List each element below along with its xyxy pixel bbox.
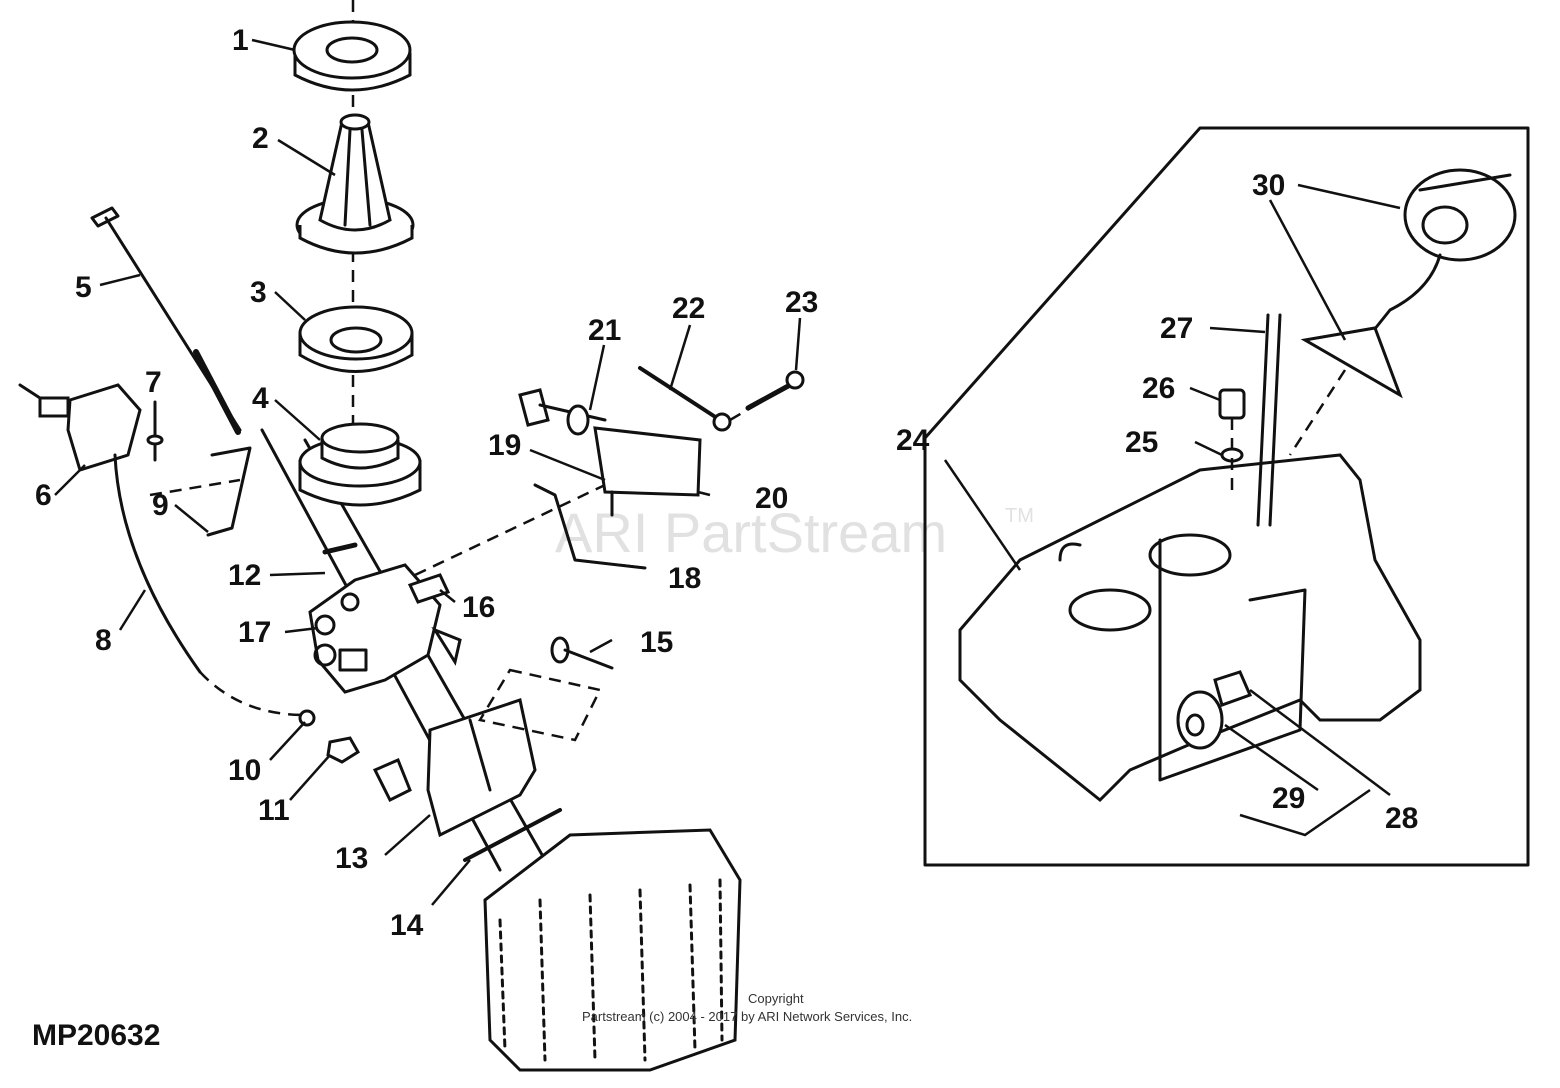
part-8-wire-dashed bbox=[199, 671, 306, 717]
callout-4: 4 bbox=[252, 382, 269, 415]
callout-12: 12 bbox=[228, 559, 261, 592]
callout-27: 27 bbox=[1160, 312, 1193, 345]
figure-id: MP20632 bbox=[32, 1019, 160, 1052]
copyright-line1: Copyright bbox=[748, 991, 804, 1006]
part-6-switch bbox=[18, 383, 142, 472]
part-1-ring bbox=[292, 20, 412, 92]
part-7-screw bbox=[146, 400, 164, 462]
callout-13: 13 bbox=[335, 842, 368, 875]
callout-21: 21 bbox=[588, 314, 621, 347]
part-18-linkage bbox=[533, 483, 647, 570]
callout-18: 18 bbox=[668, 562, 701, 595]
callout-3: 3 bbox=[250, 276, 267, 309]
callout-7: 7 bbox=[145, 366, 162, 399]
part-10-nut bbox=[298, 709, 316, 727]
part-15-bolt bbox=[478, 636, 614, 742]
part-27-tube bbox=[1256, 313, 1282, 527]
part-4-pulley bbox=[298, 422, 422, 507]
callout-labels: 1 2 3 4 5 6 7 8 9 10 11 12 13 14 15 16 1… bbox=[35, 24, 1418, 942]
leader-lines bbox=[54, 38, 1401, 906]
part-11-clip bbox=[326, 736, 361, 764]
part-8-wire bbox=[113, 453, 202, 674]
callout-15: 15 bbox=[640, 626, 673, 659]
callout-8: 8 bbox=[95, 624, 112, 657]
part-14-rod bbox=[463, 808, 562, 862]
part-13-bracket bbox=[372, 698, 537, 838]
callout-30: 30 bbox=[1252, 169, 1285, 202]
callout-16: 16 bbox=[462, 591, 495, 624]
callout-25: 25 bbox=[1125, 426, 1158, 459]
callout-11: 11 bbox=[258, 794, 290, 827]
callout-9: 9 bbox=[152, 489, 169, 522]
callout-14: 14 bbox=[390, 909, 424, 942]
part-9-dash bbox=[149, 478, 241, 497]
engine-block bbox=[483, 828, 742, 1072]
part-22-pin bbox=[638, 366, 722, 422]
part-30-fuel-cap bbox=[1288, 168, 1517, 456]
callout-24: 24 bbox=[896, 424, 930, 457]
watermark: ARI PartStream bbox=[555, 501, 947, 564]
callout-6: 6 bbox=[35, 479, 52, 512]
part-9-bracket bbox=[206, 446, 252, 537]
callout-20: 20 bbox=[755, 482, 788, 515]
part-12-pin bbox=[322, 542, 358, 555]
callout-22: 22 bbox=[672, 292, 705, 325]
callout-2: 2 bbox=[252, 122, 269, 155]
copyright-line2: Partstream (c) 2004 - 2017 by ARI Networ… bbox=[582, 1009, 912, 1024]
callout-10: 10 bbox=[228, 754, 261, 787]
part-2-sleeve bbox=[295, 113, 415, 255]
callout-28: 28 bbox=[1385, 802, 1418, 835]
inset-frame bbox=[923, 126, 1530, 867]
part-21-lever bbox=[518, 388, 702, 497]
callout-26: 26 bbox=[1142, 372, 1175, 405]
part-24-fuel-tank bbox=[958, 453, 1422, 803]
part-3-ring bbox=[298, 305, 414, 373]
callout-5: 5 bbox=[75, 271, 92, 304]
part-5-rod bbox=[90, 206, 242, 435]
callout-23: 23 bbox=[785, 286, 818, 319]
part-23-screw bbox=[729, 370, 805, 422]
callout-19: 19 bbox=[488, 429, 521, 462]
part-26-bushing bbox=[1218, 388, 1246, 495]
watermark-tm: TM bbox=[1005, 505, 1034, 527]
callout-17: 17 bbox=[238, 616, 271, 649]
callout-29: 29 bbox=[1272, 782, 1305, 815]
part-16-clip bbox=[407, 573, 451, 604]
callout-1: 1 bbox=[232, 24, 249, 57]
